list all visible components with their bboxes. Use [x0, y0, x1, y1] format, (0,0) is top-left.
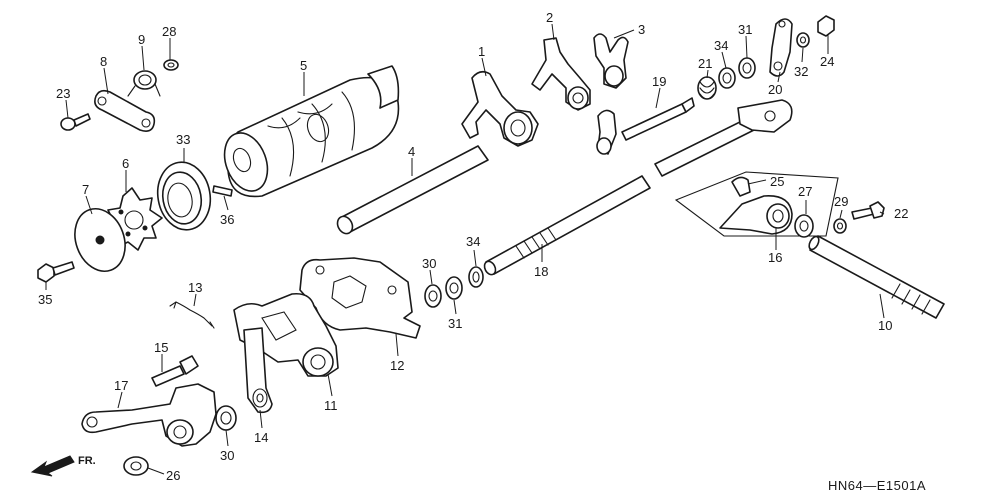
- part-25-clip: [731, 176, 751, 197]
- leader-lines: [45, 23, 885, 475]
- part-7-cam-disc: [74, 208, 126, 272]
- part-35-bolt: [37, 261, 75, 283]
- part-4-fork-shaft: [336, 145, 489, 235]
- sub-assembly-outline: [674, 171, 839, 237]
- part-11-shift-plate: [233, 292, 339, 377]
- part-17-shift-arm: [81, 383, 217, 447]
- part-33-bearing: [156, 161, 212, 231]
- part-5-shift-drum: [223, 65, 400, 198]
- callout-6: 6: [122, 156, 129, 171]
- callout-7: 7: [82, 182, 89, 197]
- part-21-spring: [697, 76, 717, 100]
- callout-30-bottom: 30: [220, 448, 234, 463]
- part-29-washer: [833, 218, 847, 234]
- part-14-return-spring: [243, 327, 273, 414]
- callout-8: 8: [100, 54, 107, 69]
- part-1-shift-fork: [461, 70, 539, 147]
- part-23-bolt: [60, 113, 91, 131]
- callout-5: 5: [300, 58, 307, 73]
- callout-1: 1: [478, 44, 485, 59]
- part-16-shift-arm: [719, 195, 793, 235]
- callout-14: 14: [254, 430, 268, 445]
- part-19-fork-shaft: [596, 97, 695, 155]
- callout-24: 24: [820, 54, 834, 69]
- part-2-shift-fork: [531, 37, 591, 111]
- callout-30-mid: 30: [422, 256, 436, 271]
- callout-3: 3: [638, 22, 645, 37]
- part-18-gearshift-spindle: [483, 175, 651, 276]
- callout-2: 2: [546, 10, 553, 25]
- callout-17: 17: [114, 378, 128, 393]
- callout-4: 4: [408, 144, 415, 159]
- part-3-shift-fork: [593, 33, 629, 89]
- part-26-washer: [123, 456, 149, 476]
- callout-13: 13: [188, 280, 202, 295]
- callout-11: 11: [324, 398, 338, 413]
- callout-31-top: 31: [738, 22, 752, 37]
- callout-21: 21: [698, 56, 712, 71]
- callout-34-top: 34: [714, 38, 728, 53]
- part-30-washer-mid: [424, 284, 442, 308]
- callout-labels: 1 2 3 4 5 6 7 8 9 10 11 12 13 14 15 16 1…: [38, 10, 908, 483]
- part-20-stopper-arm: [769, 18, 793, 77]
- callout-27: 27: [798, 184, 812, 199]
- callout-16: 16: [768, 250, 782, 265]
- part-13-spring: [169, 301, 215, 329]
- diagram-code: HN64—E1501A: [828, 478, 926, 493]
- part-30-washer-bottom: [215, 405, 237, 431]
- part-34-circlip-top: [718, 67, 736, 89]
- callout-33: 33: [176, 132, 190, 147]
- callout-22: 22: [894, 206, 908, 221]
- part-31-washer-top: [738, 57, 756, 79]
- callout-29: 29: [834, 194, 848, 209]
- part-36-dowel-pin: [212, 185, 233, 197]
- part-28-washer: [163, 59, 179, 71]
- part-34-circlip-mid: [468, 266, 484, 288]
- part-32-washer: [796, 32, 810, 48]
- callout-9: 9: [138, 32, 145, 47]
- callout-18: 18: [534, 264, 548, 279]
- part-9-spring: [127, 70, 161, 97]
- callout-26: 26: [166, 468, 180, 483]
- callout-36: 36: [220, 212, 234, 227]
- front-direction-arrow: FR.: [30, 455, 96, 477]
- callout-12: 12: [390, 358, 404, 373]
- callout-34-mid: 34: [466, 234, 480, 249]
- part-24-nut: [817, 15, 835, 37]
- part-gearshift-spindle: [654, 99, 793, 177]
- callout-28: 28: [162, 24, 176, 39]
- part-10-shift-shaft: [808, 235, 945, 319]
- front-direction-label: FR.: [78, 455, 96, 467]
- part-15-shift-pin: [151, 355, 199, 387]
- callout-31-mid: 31: [448, 316, 462, 331]
- part-8-shift-arm: [94, 89, 156, 132]
- callout-35: 35: [38, 292, 52, 307]
- callout-20: 20: [768, 82, 782, 97]
- callout-25: 25: [770, 174, 784, 189]
- part-22-bolt: [851, 201, 885, 220]
- callout-32: 32: [794, 64, 808, 79]
- callout-10: 10: [878, 318, 892, 333]
- callout-15: 15: [154, 340, 168, 355]
- callout-23: 23: [56, 86, 70, 101]
- part-31-washer-mid: [445, 276, 463, 300]
- callout-19: 19: [652, 74, 666, 89]
- part-27-seal: [794, 214, 814, 238]
